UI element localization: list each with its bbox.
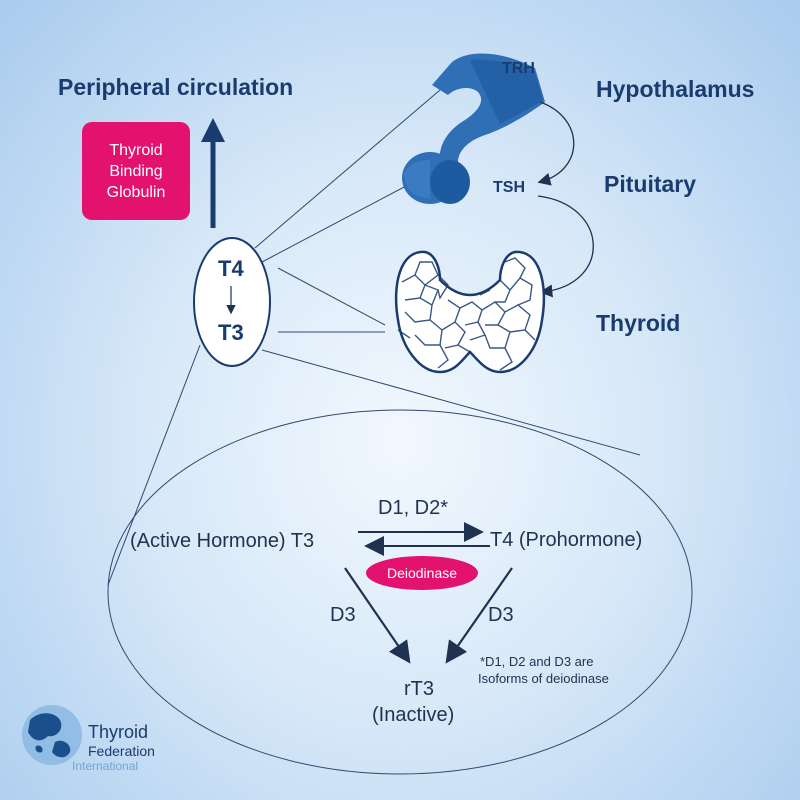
t3-label: T3 [218, 320, 244, 345]
rt3-label: rT3 [404, 678, 434, 700]
pituitary-label: Pituitary [604, 171, 697, 197]
pituitary-shape [402, 152, 470, 204]
tsh-label: TSH [493, 179, 525, 196]
d3-right-label: D3 [488, 604, 514, 626]
d1-d2-label: D1, D2* [378, 497, 449, 519]
inactive-label: (Inactive) [372, 704, 455, 726]
cell-ellipse [107, 409, 693, 775]
hypothalamus-label: Hypothalamus [596, 76, 755, 102]
thyroid-binding-globulin-box: Thyroid Binding Globulin [82, 122, 190, 220]
hypothalamus-shape [432, 53, 545, 162]
logo-line-3: International [72, 759, 139, 773]
trh-label: TRH [502, 60, 535, 77]
footnote-line-1: *D1, D2 and D3 are [480, 654, 594, 669]
tbg-line-1: Thyroid [109, 141, 163, 159]
prohormone-label: T4 (Prohormone) [490, 529, 643, 551]
deiodinase-badge: Deiodinase [366, 556, 478, 590]
t3-to-rt3-arrow [344, 567, 411, 664]
t4-to-rt3-arrow [445, 567, 513, 664]
t4-label: T4 [218, 256, 244, 281]
thyroid-label: Thyroid [596, 310, 681, 336]
trh-to-tsh-arrow [537, 101, 575, 186]
peripheral-circulation-label: Peripheral circulation [58, 74, 294, 100]
logo-line-2: Federation [88, 743, 155, 759]
logo-line-1: Thyroid [88, 722, 149, 742]
tsh-to-thyroid-arrow [537, 195, 594, 298]
peripheral-arrowhead [201, 118, 225, 142]
d3-left-label: D3 [330, 604, 356, 626]
connector-lines [107, 89, 641, 586]
thyroid-gland [394, 250, 546, 374]
active-hormone-label: (Active Hormone) T3 [130, 530, 315, 552]
t4-t3-oval [193, 237, 271, 367]
tbg-line-3: Globulin [106, 183, 166, 201]
tbg-line-2: Binding [109, 162, 163, 180]
tfi-globe-logo [22, 705, 82, 765]
footnote-line-2: Isoforms of deiodinase [478, 671, 609, 686]
